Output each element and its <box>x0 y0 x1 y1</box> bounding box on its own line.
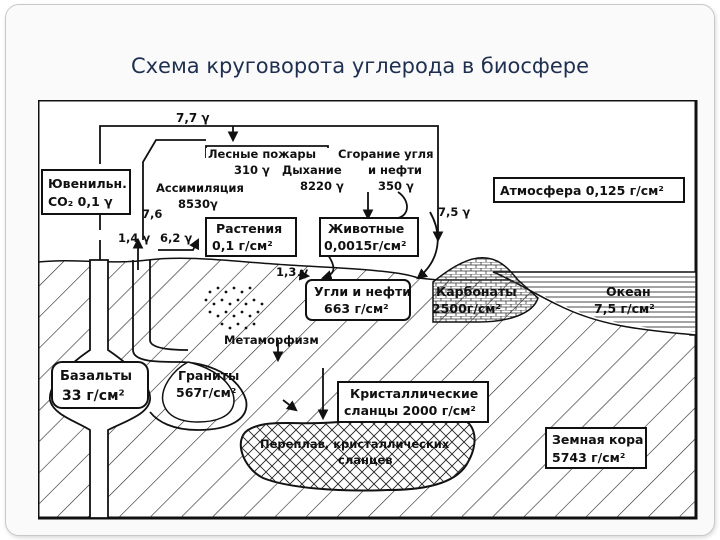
flow-13-label: 1,3 γ <box>276 265 308 279</box>
basalts-box: Базальты 33 г/см² <box>60 365 138 404</box>
earth-crust-box: Земная кора 5743 г/см² <box>552 432 648 465</box>
combustion-label: Сгорание угля и нефти 350 γ <box>338 147 437 193</box>
flow-62-label: 6,2 γ <box>160 231 192 245</box>
remelt-label: Переплав, кристаллических сланцев <box>260 437 453 467</box>
flow-14-label: 1,4 γ <box>118 231 150 245</box>
schists-box: Кристаллические сланцы 2000 г/см² <box>344 386 483 418</box>
carbonates-label: Карбонаты 2500г/см² <box>432 284 521 316</box>
flow-76-label: 7,6 <box>142 207 162 221</box>
slide-title: Схема круговорота углерода в биосфере <box>130 54 590 78</box>
animals-box: Животные 0,0015г/см² <box>324 221 409 253</box>
metamorphism-dots <box>204 286 264 330</box>
atmosphere-box: Атмосфера 0,125 г/см² <box>500 183 664 198</box>
assimilation-label: Ассимиляция 8530γ <box>156 181 248 211</box>
ocean-label: Океан 7,5 г/см² <box>594 284 655 316</box>
coal-oil-box: Угли и нефти 663 г/см² <box>314 284 415 316</box>
plants-box: Растения 0,1 г/см² <box>212 221 287 253</box>
forest-fires-label: Лесные пожары 310 γ <box>208 147 320 177</box>
granite-body <box>132 260 248 431</box>
metamorphism-label: Метаморфизм <box>224 333 319 347</box>
granites-label: Граниты 567г/см² <box>176 368 244 400</box>
juvenile-co2-label: Ювенильн. CO₂ 0,1 γ <box>48 176 131 209</box>
respiration-label: Дыхание 8220 γ <box>282 163 346 193</box>
top-flow-label: 7,7 γ <box>176 111 210 125</box>
carbon-cycle-diagram: Ювенильн. CO₂ 0,1 γ Растения 0,1 г/см² Ж… <box>38 100 698 520</box>
carbonates-hill <box>432 257 539 323</box>
flow-75-label: 7,5 γ <box>438 205 470 219</box>
